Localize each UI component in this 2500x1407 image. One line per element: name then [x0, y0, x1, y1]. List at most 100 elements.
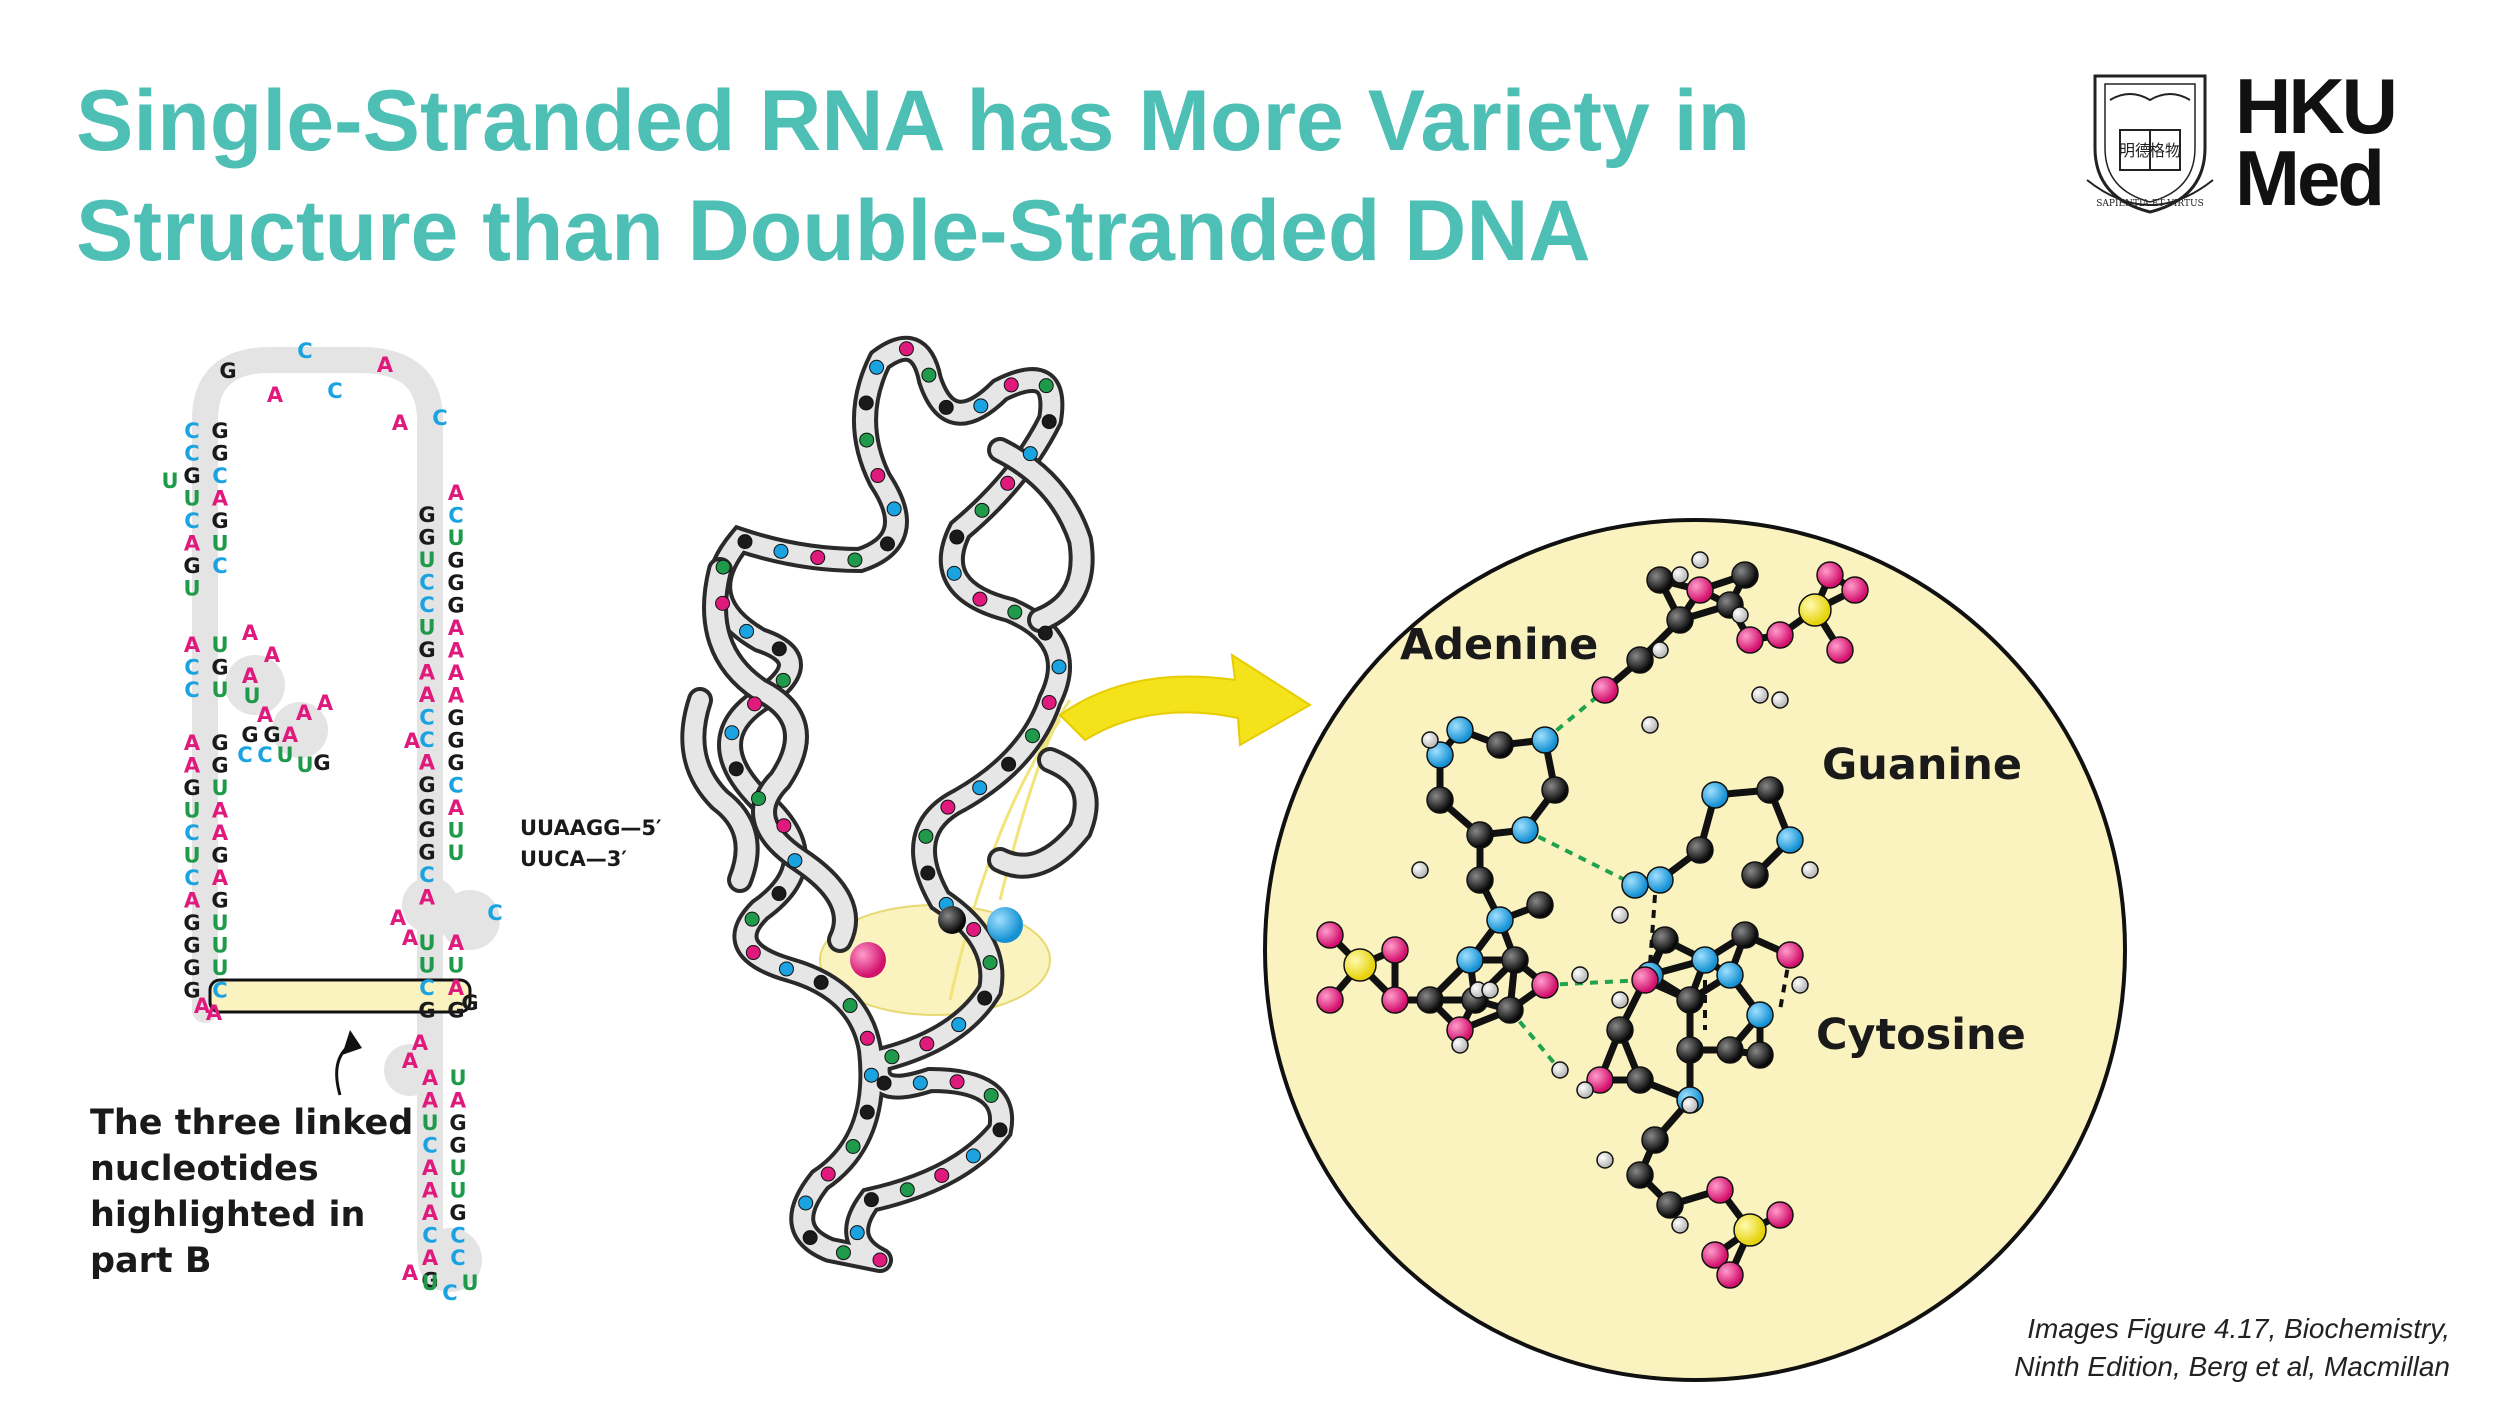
atom-O	[1531, 971, 1559, 999]
nucleotide-C: C	[184, 866, 199, 890]
backbone-bead	[724, 725, 740, 741]
backbone-bead	[845, 1138, 861, 1154]
atom-O	[1591, 676, 1619, 704]
backbone-bead	[745, 945, 761, 961]
backbone-bead	[1000, 475, 1016, 491]
atom-N	[1716, 961, 1744, 989]
nucleotide-G: G	[211, 442, 228, 466]
backbone-bead	[938, 399, 954, 415]
nucleotide-C: C	[237, 743, 252, 767]
credit-line-1: Images Figure 4.17, Biochemistry,	[2027, 1313, 2450, 1344]
atom-H	[1681, 1096, 1699, 1114]
backbone-bead	[802, 1230, 818, 1246]
cytosine-label: Cytosine	[1816, 1010, 2026, 1060]
atom-H	[1801, 861, 1819, 879]
atom-N	[1691, 946, 1719, 974]
trna-secondary-structure: CCGUCAGUGGCAGUCACCUGUAAGUCUCAGGGGGGUAAGA…	[161, 339, 662, 1305]
atom-C	[1496, 996, 1524, 1024]
atom-P	[1343, 948, 1377, 982]
nucleotide-A: A	[402, 1261, 419, 1285]
nucleotide-A: A	[242, 621, 259, 645]
nucleotide-C: C	[450, 1224, 465, 1248]
backbone-bead	[859, 432, 875, 448]
nucleotide-G: G	[418, 526, 435, 550]
nucleotide-A: A	[419, 661, 436, 685]
backbone-bead	[1038, 378, 1054, 394]
nucleotide-G: G	[418, 999, 435, 1023]
part-a-caption: The three linked nucleotides highlighted…	[90, 1100, 450, 1284]
trna-3d-backbone	[680, 335, 1099, 1273]
nucleotide-A: A	[448, 796, 465, 820]
atom-H	[1411, 861, 1429, 879]
nucleotide-G: G	[447, 999, 464, 1023]
nucleotide-A: A	[184, 889, 201, 913]
caption-line-4: part B	[90, 1241, 212, 1281]
backbone-bead	[863, 1067, 879, 1083]
backbone-bead	[982, 955, 998, 971]
atom-N	[1511, 816, 1539, 844]
backbone-bead	[934, 1167, 950, 1183]
atom-O	[1316, 921, 1344, 949]
atom-C	[1626, 646, 1654, 674]
atom-C	[1656, 1191, 1684, 1219]
nucleotide-G: G	[418, 841, 435, 865]
nucleotide-U: U	[211, 633, 228, 657]
backbone-bead	[992, 1122, 1008, 1138]
atom-C	[1676, 986, 1704, 1014]
logo-line-2: Med	[2235, 134, 2385, 222]
backbone-bead	[858, 395, 874, 411]
atom-H	[1691, 551, 1709, 569]
backbone-bead	[744, 911, 760, 927]
atom-H	[1751, 686, 1769, 704]
atom-O	[1381, 936, 1409, 964]
nucleotide-A: A	[448, 661, 465, 685]
backbone-bead	[1001, 756, 1017, 772]
backbone-bead	[921, 367, 937, 383]
backbone-bead	[859, 1030, 875, 1046]
nucleotide-U: U	[418, 954, 435, 978]
nucleotide-A: A	[390, 906, 407, 930]
atom-C	[1426, 786, 1454, 814]
backbone-bead	[810, 550, 826, 566]
nucleotide-A: A	[184, 633, 201, 657]
atom-N	[1646, 866, 1674, 894]
atom-H	[1671, 1216, 1689, 1234]
nucleotide-G: G	[418, 796, 435, 820]
nucleotide-A: A	[448, 639, 465, 663]
zoom-arrow-icon	[1058, 653, 1312, 747]
nucleotide-C: C	[450, 1246, 465, 1270]
nucleotide-U: U	[183, 799, 200, 823]
nucleotide-U: U	[447, 841, 464, 865]
nucleotide-C: C	[419, 976, 434, 1000]
nucleotide-A: A	[422, 1179, 439, 1203]
nucleotide-A: A	[402, 1049, 419, 1073]
nucleotide-U: U	[211, 956, 228, 980]
nucleotide-G: G	[418, 773, 435, 797]
nucleotide-C: C	[212, 464, 227, 488]
nucleotide-C: C	[448, 504, 463, 528]
nucleotide-G: G	[449, 1201, 466, 1225]
nucleotide-A: A	[377, 353, 394, 377]
backbone-bead	[951, 1017, 967, 1033]
nucleotide-G: G	[447, 549, 464, 573]
nucleotide-U: U	[421, 1271, 438, 1295]
backbone-bead	[771, 641, 787, 657]
nucleotide-C: C	[327, 379, 342, 403]
atom-C	[1741, 861, 1769, 889]
backbone-tube-2	[684, 441, 1095, 949]
nucleotide-C: C	[184, 419, 199, 443]
image-credit: Images Figure 4.17, Biochemistry, Ninth …	[2014, 1310, 2450, 1386]
nucleotide-G: G	[241, 723, 258, 747]
atom-O	[1766, 621, 1794, 649]
nucleotide-G: G	[449, 1134, 466, 1158]
nucleotide-A: A	[448, 976, 465, 1000]
nucleotide-A: A	[422, 1201, 439, 1225]
nucleotide-U: U	[211, 934, 228, 958]
backbone-bead	[835, 1245, 851, 1261]
backbone-bead	[847, 552, 863, 568]
backbone-bead	[983, 1087, 999, 1103]
atom-N	[1531, 726, 1559, 754]
atom-C	[1641, 1126, 1669, 1154]
backbone-bead	[869, 359, 885, 375]
